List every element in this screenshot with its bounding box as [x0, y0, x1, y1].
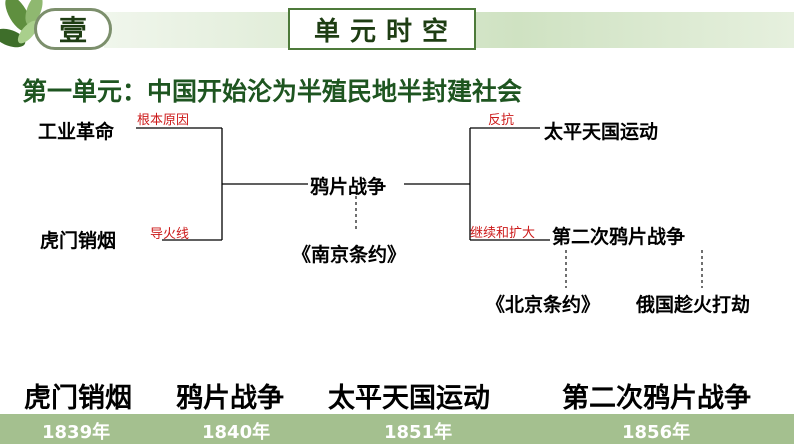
leaf-decoration-icon — [0, 0, 43, 48]
relation-root-cause: 根本原因 — [137, 113, 190, 128]
node-russia-plunder: 俄国趁火打劫 — [636, 294, 751, 316]
timeline-year: 1839年 — [42, 422, 111, 443]
timeline-event: 第二次鸦片战争 — [562, 383, 751, 414]
section-badge: 壹 — [34, 8, 112, 50]
timeline-event: 太平天国运动 — [328, 383, 490, 414]
node-treaty-beijing: 《北京条约》 — [486, 294, 601, 316]
node-industrial-revolution: 工业革命 — [38, 121, 115, 143]
node-humen-opium-burning: 虎门销烟 — [40, 230, 117, 252]
timeline-event: 虎门销烟 — [24, 383, 132, 414]
timeline-year: 1840年 — [202, 422, 271, 443]
node-treaty-nanjing: 《南京条约》 — [292, 244, 407, 266]
relation-fuse: 导火线 — [150, 227, 190, 242]
section-title: 单元时空 — [288, 8, 476, 50]
node-opium-war: 鸦片战争 — [310, 176, 387, 198]
unit-title: 第一单元：中国开始沦为半殖民地半封建社会 — [22, 77, 523, 106]
node-second-opium-war: 第二次鸦片战争 — [552, 226, 686, 248]
timeline-bar — [0, 414, 794, 444]
timeline-year: 1856年 — [622, 422, 691, 443]
node-taiping: 太平天国运动 — [544, 121, 659, 143]
relation-continuation: 继续和扩大 — [470, 226, 536, 241]
timeline-event: 鸦片战争 — [176, 383, 284, 414]
relation-resistance: 反抗 — [488, 113, 515, 128]
timeline-year: 1851年 — [384, 422, 453, 443]
